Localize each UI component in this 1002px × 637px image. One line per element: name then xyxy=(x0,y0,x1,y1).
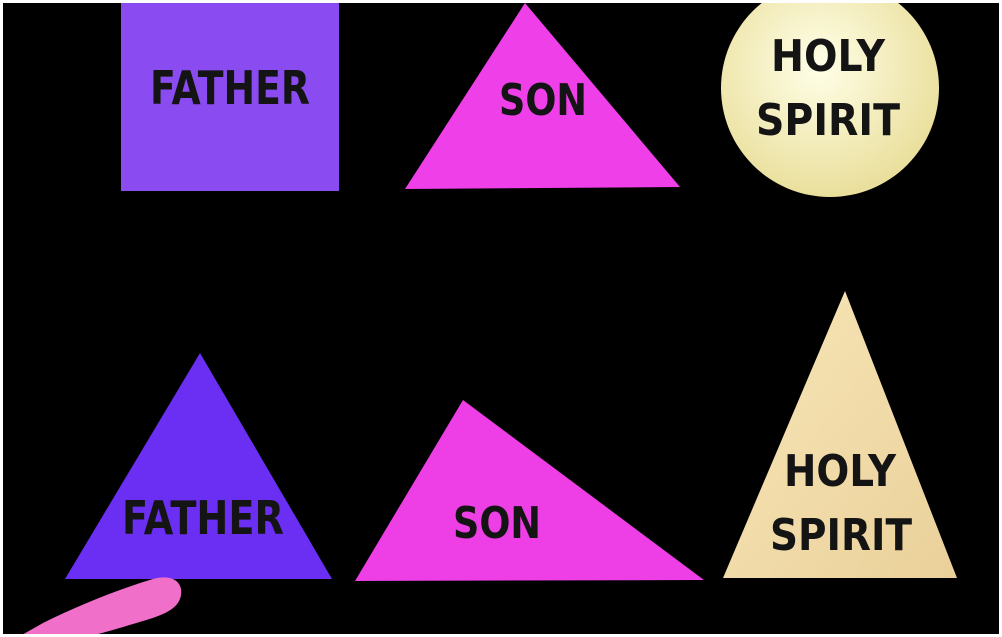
holy-spirit-triangle-label-line1: HOLY xyxy=(784,446,897,497)
holy-spirit-circle-label-line2: SPIRIT xyxy=(756,95,900,146)
son-triangle-label: SON xyxy=(499,75,587,126)
holy-spirit-triangle-label-line2: SPIRIT xyxy=(770,510,912,561)
trinity-shapes-scene: FATHER SON HOLY SPIRIT FATHER SON HOLY S… xyxy=(3,3,999,634)
holy-spirit-circle-label-line1: HOLY xyxy=(771,31,886,82)
father-triangle-shape xyxy=(65,353,332,579)
father-triangle-label: FATHER xyxy=(122,491,284,545)
son-right-triangle-label: SON xyxy=(453,498,541,549)
father-square-label: FATHER xyxy=(150,61,310,115)
image-frame: FATHER SON HOLY SPIRIT FATHER SON HOLY S… xyxy=(3,3,999,634)
pointing-finger xyxy=(13,577,181,634)
son-right-triangle-shape xyxy=(355,400,704,581)
